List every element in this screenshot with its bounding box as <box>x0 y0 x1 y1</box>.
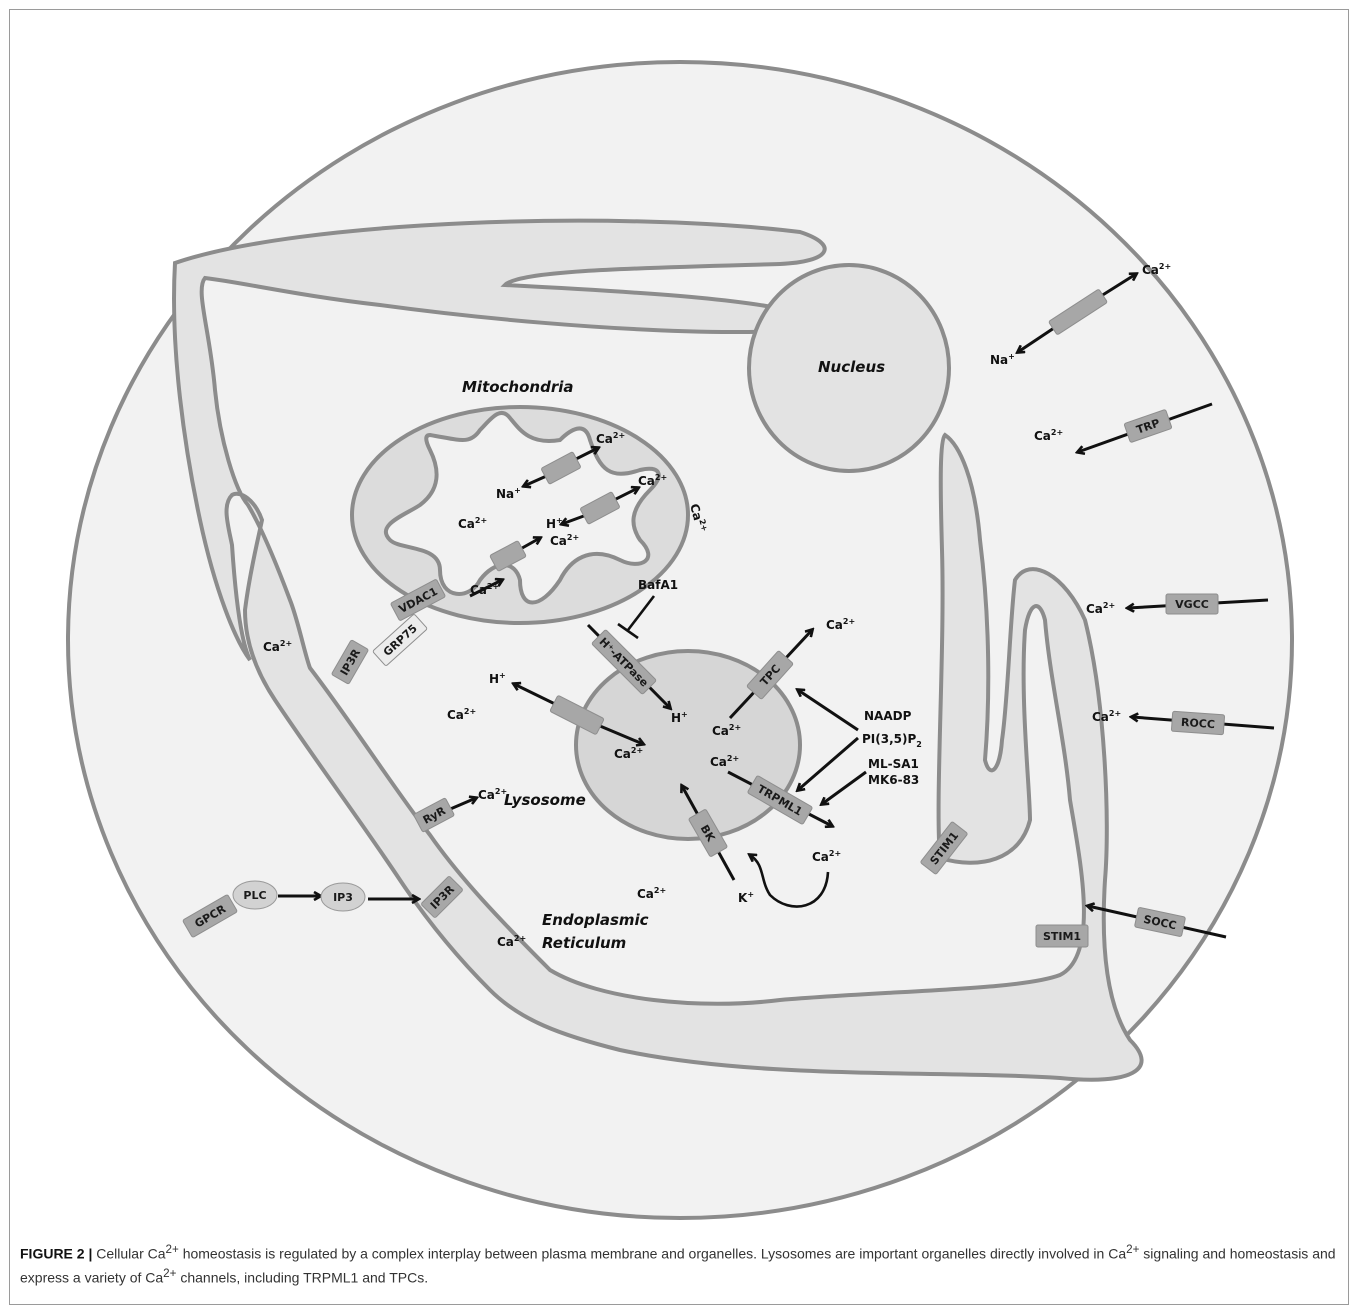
figure-caption: FIGURE 2 | Cellular Ca2+ homeostasis is … <box>20 1240 1340 1287</box>
stim1-box-lower: STIM1 <box>1036 925 1088 947</box>
svg-text:STIM1: STIM1 <box>1043 930 1081 943</box>
vgcc-channel: VGCC <box>1166 594 1218 614</box>
nucleus-label: Nucleus <box>818 358 885 376</box>
plc-node: PLC <box>233 881 277 909</box>
caption-text-d: channels, including TRPML1 and TPCs. <box>176 1269 428 1285</box>
svg-text:PLC: PLC <box>243 889 266 902</box>
caption-sup-2: 2+ <box>1126 1243 1139 1256</box>
mitochondria-label: Mitochondria <box>462 378 574 396</box>
svg-text:ROCC: ROCC <box>1181 716 1216 731</box>
ip3-node: IP3 <box>321 883 365 911</box>
caption-sup-1: 2+ <box>166 1243 179 1256</box>
caption-sup-3: 2+ <box>163 1267 176 1280</box>
ion-ca-ncx: Ca2+ <box>1142 262 1171 277</box>
svg-text:Ca2+: Ca2+ <box>1142 262 1171 277</box>
rocc-channel: ROCC <box>1171 711 1224 735</box>
mk683-label: MK6-83 <box>868 773 919 787</box>
naadp-label: NAADP <box>864 709 912 723</box>
caption-text-b: homeostasis is regulated by a complex in… <box>179 1246 1126 1262</box>
caption-text-a: Cellular Ca <box>96 1246 165 1262</box>
mlsa1-label: ML-SA1 <box>868 757 919 771</box>
svg-text:IP3: IP3 <box>333 891 353 904</box>
cell-diagram: Nucleus Mitochondria Lysosome Endoplasmi… <box>0 0 1358 1235</box>
svg-text:VGCC: VGCC <box>1175 598 1209 611</box>
caption-label: FIGURE 2 | <box>20 1246 92 1262</box>
er-label-line1: Endoplasmic <box>542 911 649 929</box>
lysosome-label: Lysosome <box>504 791 586 809</box>
er-label-line2: Reticulum <box>542 934 626 952</box>
bafa1-label: BafA1 <box>638 578 678 592</box>
